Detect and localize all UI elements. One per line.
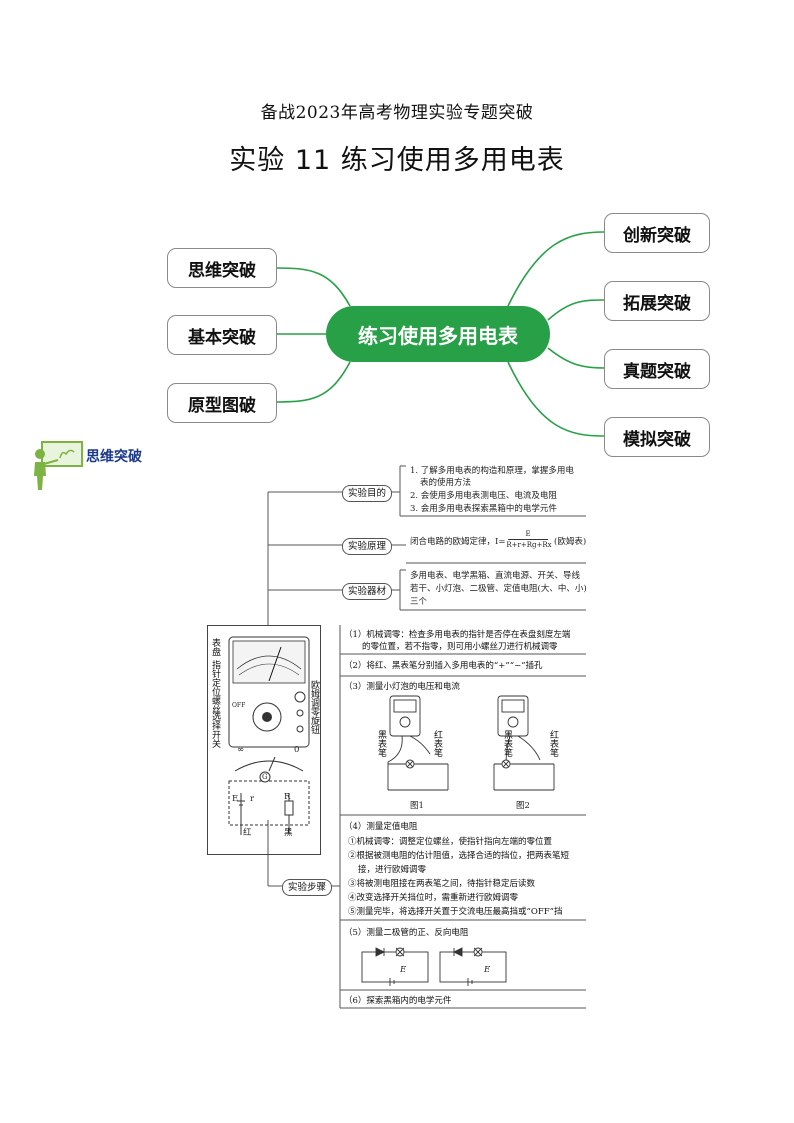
step-1-line-1: （1）机械调零：检查多用电表的指针是否停在表盘刻度左端 — [344, 630, 571, 640]
teacher-board-icon — [34, 441, 83, 490]
fig1-black-probe: 黑表笔 — [376, 730, 386, 757]
step-4-item: ④改变选择开关挡位时，需重新进行欧姆调零 — [348, 893, 519, 903]
step-4-item: ②根据被测电阻的估计阻值，选择合适的挡位，把两表笔短 — [348, 851, 570, 861]
step-5-emf-1: E — [400, 965, 407, 975]
fig1-red-probe: 红表笔 — [432, 730, 442, 757]
meter-galvanometer: G — [262, 773, 268, 781]
meter-scale-zero: 0 — [294, 745, 300, 755]
mindmap-node-extension: 拓展突破 — [604, 281, 710, 321]
document-title: 实验 11 练习使用多用电表 — [229, 145, 565, 176]
meter-scale-infinity: ∞ — [237, 745, 245, 755]
meter-black-lead: 黑 — [284, 828, 293, 838]
mindmap-center: 练习使用多用电表 — [326, 306, 550, 362]
meter-R-label: R — [284, 792, 291, 802]
meter-label-selector: 选择开关 — [210, 712, 220, 748]
equipment-item: 多用电表、电学黑箱、直流电源、开关、导线 — [410, 571, 581, 581]
step-3: （3）测量小灯泡的电压和电流 — [344, 682, 460, 692]
document-subtitle: 备战2023年高考物理实验专题突破 — [260, 103, 534, 123]
step-5-title: （5）测量二极管的正、反向电阻 — [344, 928, 469, 938]
purpose-item: 3. 会用多用电表探索黑箱中的电学元件 — [410, 504, 557, 514]
figure-1-caption: 图1 — [410, 801, 424, 811]
fig2-black-probe: 黑表笔 — [502, 730, 512, 757]
step-6: （6）探索黑箱内的电学元件 — [344, 996, 452, 1006]
step-5-emf-2: E — [484, 965, 491, 975]
mindmap-node-real-exam: 真题突破 — [604, 349, 710, 389]
meter-red-lead: 红 — [243, 828, 252, 838]
principle-denominator: R+r+Rg+Rx — [506, 541, 552, 549]
step-4-title: （4）测量定值电阻 — [344, 822, 418, 832]
step-1-line-2: 的零位置，若不指零，则可用小螺丝刀进行机械调零 — [362, 642, 558, 652]
step-4-item: ⑤测量完毕，将选择开关置于交流电压最高挡或“OFF”挡 — [348, 907, 563, 917]
multimeter-panel — [207, 625, 321, 855]
mindmap-connectors — [275, 231, 605, 437]
step-2: （2）将红、黑表笔分别插入多用电表的“+”“−”插孔 — [344, 661, 543, 671]
tag-equipment: 实验器材 — [342, 583, 393, 600]
equipment-item: 若干、小灯泡、二极管、定值电阻(大、中、小) — [410, 584, 587, 594]
step-4-item: ③将被测电阻接在两表笔之间，待指针稳定后读数 — [348, 879, 536, 889]
purpose-item: 2. 会使用多用电表测电压、电流及电阻 — [410, 491, 557, 501]
fig2-red-probe: 红表笔 — [548, 730, 558, 757]
principle-numerator: E — [508, 530, 548, 540]
tag-purpose: 实验目的 — [342, 485, 393, 502]
equipment-item: 三个 — [410, 597, 428, 607]
meter-label-dial: 表盘 — [210, 638, 220, 656]
mindmap-node-mock: 模拟突破 — [604, 417, 710, 457]
purpose-item: 表的使用方法 — [420, 478, 472, 488]
multimeter-illustration — [228, 636, 310, 835]
mindmap-node-basic: 基本突破 — [167, 315, 277, 355]
step-4-item: 接，进行欧姆调零 — [358, 865, 427, 875]
meter-label-pointer-screw: 指针定位螺丝 — [210, 660, 220, 714]
meter-label-ohm-zero: 欧姆调零旋钮 — [309, 680, 319, 734]
section-title: 思维突破 — [86, 449, 142, 465]
meter-off-label: OFF — [232, 702, 246, 709]
meter-r-label: r — [250, 794, 255, 804]
purpose-item: 1. 了解多用电表的构造和原理，掌握多用电 — [410, 466, 574, 476]
step-3-circuits — [387, 695, 555, 791]
step-4-item: ①机械调零：调整定位螺丝，使指针指向左端的零位置 — [348, 837, 553, 847]
mindmap-node-innovation: 创新突破 — [604, 213, 710, 253]
principle-text: 闭合电路的欧姆定律，I= — [410, 537, 506, 547]
figure-2-caption: 图2 — [516, 801, 530, 811]
tag-steps: 实验步骤 — [282, 879, 333, 896]
mindmap-node-thinking: 思维突破 — [167, 248, 277, 288]
step-5-diode-circuits — [361, 947, 507, 986]
mindmap-node-prototype: 原型图破 — [167, 383, 277, 423]
principle-suffix: (欧姆表) — [554, 537, 587, 547]
meter-emf-label: E — [232, 794, 239, 804]
tag-principle: 实验原理 — [342, 538, 393, 555]
